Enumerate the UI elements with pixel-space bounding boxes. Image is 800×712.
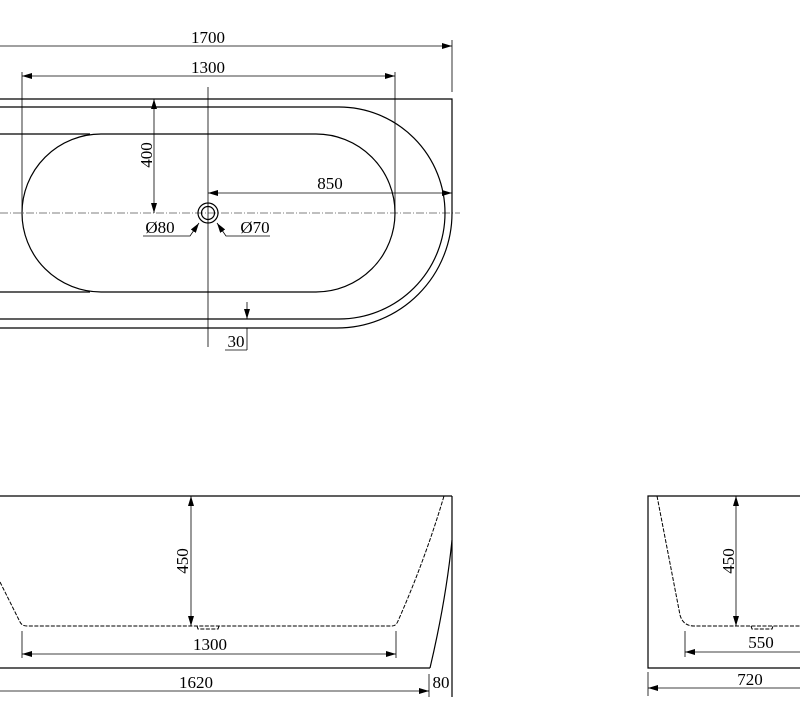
- drain-circle: [200, 205, 216, 221]
- dimension-label-1700: 1700: [191, 28, 225, 47]
- dimension-label-30: 30: [228, 332, 245, 351]
- drain-bump: [750, 625, 774, 630]
- leader-line-80: [143, 222, 200, 237]
- dimension-label-550: 550: [748, 633, 774, 652]
- top-view: 1700 1300 400 850 Ø80 Ø70: [0, 28, 460, 351]
- dimension-label-1300: 1300: [191, 58, 225, 77]
- rim-lines: [0, 133, 90, 293]
- leader-line-70: [216, 222, 270, 237]
- outer-end-curve: [429, 539, 453, 669]
- side-view: 450 1300 1620 80: [0, 495, 453, 697]
- diameter-label-80: Ø80: [145, 218, 174, 237]
- dimension-label-720: 720: [737, 670, 763, 689]
- inner-basin-profile: [656, 495, 800, 627]
- drain-bump: [196, 625, 220, 630]
- dimension-label-850: 850: [317, 174, 343, 193]
- diameter-label-70: Ø70: [240, 218, 269, 237]
- dimension-label-1300: 1300: [193, 635, 227, 654]
- dimension-label-450: 450: [719, 548, 738, 574]
- end-view: 450 550 720: [647, 495, 800, 696]
- dimension-label-1620: 1620: [179, 673, 213, 692]
- dimension-label-80: 80: [433, 673, 450, 692]
- overflow-circle: [197, 202, 219, 224]
- end-outline: [647, 495, 800, 669]
- dimension-label-450: 450: [173, 548, 192, 574]
- tub-basin-outline: [21, 133, 396, 293]
- tub-outer-outline: [0, 98, 453, 329]
- inner-basin-profile: [0, 495, 445, 627]
- dimension-label-400: 400: [137, 142, 156, 168]
